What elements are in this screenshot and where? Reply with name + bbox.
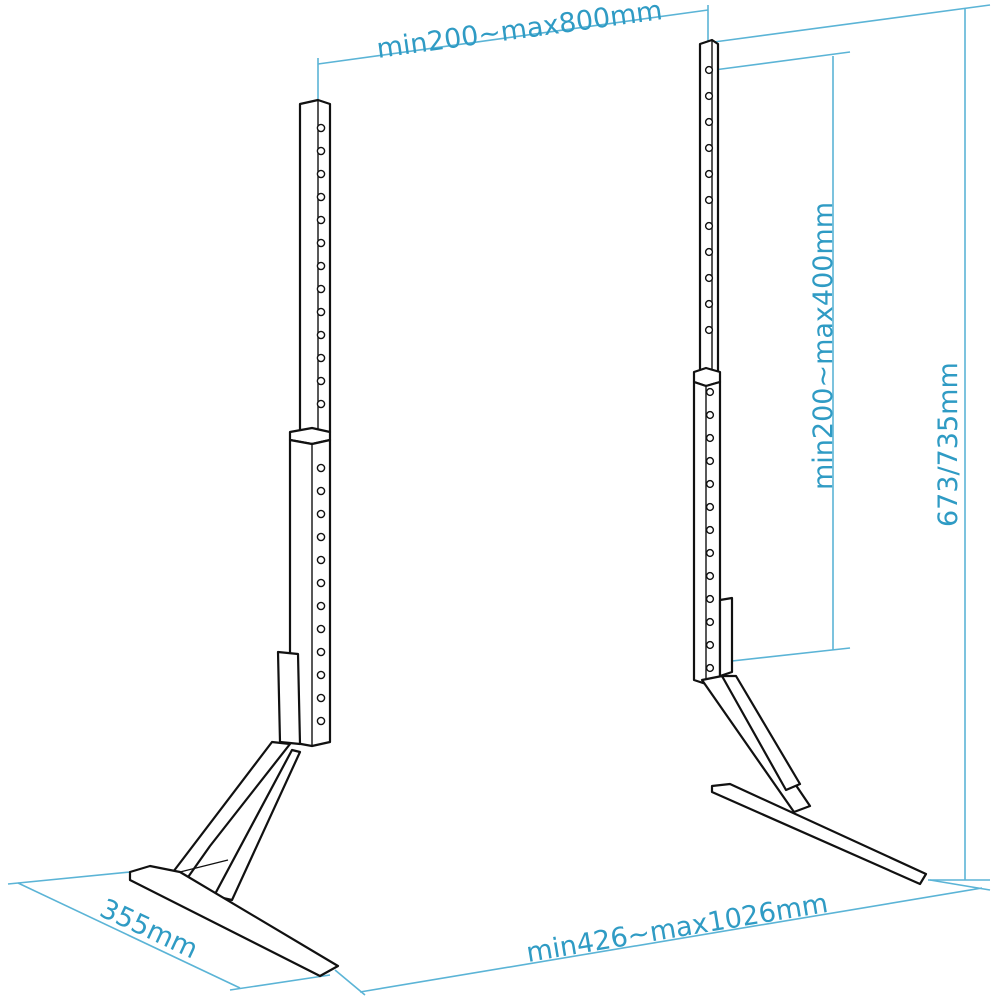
left-lower-column-hole [316,509,326,519]
right-stand [692,38,928,886]
vadjust-extension-bottom [713,647,851,664]
right-upper-column-hole [704,143,714,153]
left-lower-column-hole [316,463,326,473]
left-base-foot [128,864,340,978]
span-dimension-line [317,9,709,65]
left-upper-column-hole [316,353,326,363]
left-upper-column [298,98,332,438]
right-upper-column-hole [704,325,714,335]
right-lower-column [692,380,722,686]
left-lower-column-hole [316,578,326,588]
left-upper-column-hole [316,238,326,248]
left-upper-column-hole [316,330,326,340]
right-upper-column-hole [704,65,714,75]
left-lower-column-hole [316,693,326,703]
right-base-foot [710,782,928,886]
dimension-lines [7,4,991,996]
right-lower-column-hole [705,548,715,558]
right-upper-column [698,38,720,378]
left-upper-column-hole [316,123,326,133]
left-lower-column-hole [316,555,326,565]
left-upper-column-hole [316,399,326,409]
left-upper-column-hole [316,192,326,202]
mounting-holes [316,65,715,726]
left-upper-column-hole [316,261,326,271]
left-lower-column-hole [316,670,326,680]
right-lower-column-hole [705,594,715,604]
right-lower-column-hole [705,410,715,420]
left-foot-bracket [276,650,302,746]
left-lower-column-hole [316,601,326,611]
right-upper-column-hole [704,195,714,205]
left-upper-column-hole [316,284,326,294]
left-lower-column-hole [316,532,326,542]
vadjust-extension-top [713,51,851,71]
depth-dimension-line [17,882,241,989]
left-front-leg [212,748,302,902]
right-leg-brace [720,674,802,792]
right-lower-column-hole [705,502,715,512]
depth-extension-back [7,871,131,885]
right-upper-column-hole [704,273,714,283]
right-lower-column-hole [705,640,715,650]
right-lower-column-hole [705,663,715,673]
left-upper-column-hole [316,376,326,386]
left-lower-column-hole [316,647,326,657]
vertical-adjust-label: min200~max400mm [808,202,839,490]
width-extension-left [334,969,366,996]
left-lower-column-hole [316,716,326,726]
right-lower-column-hole [705,617,715,627]
right-upper-column-hole [704,169,714,179]
right-upper-column-hole [704,247,714,257]
left-lower-column-hole [316,624,326,634]
left-lower-column-hole [316,486,326,496]
right-foot-bracket [718,596,734,678]
right-upper-column-hole [704,221,714,231]
left-upper-column-hole [316,169,326,179]
base-width-label: min426~max1026mm [524,888,830,969]
height-extension-top [713,4,991,43]
span-label: min200~max800mm [375,0,665,65]
right-lower-column-hole [705,525,715,535]
right-upper-column-hole [704,299,714,309]
right-lower-column-hole [705,387,715,397]
left-upper-column-hole [316,146,326,156]
right-lower-column-hole [705,433,715,443]
left-upper-column-hole [316,307,326,317]
left-stand [128,98,340,978]
left-rear-leg [168,740,292,882]
right-upper-column-hole [704,91,714,101]
left-upper-column-hole [316,215,326,225]
depth-extension-front [229,974,331,991]
width-dimension-line [359,887,983,993]
right-upper-column-hole [704,117,714,127]
right-lower-column-hole [705,456,715,466]
right-lower-column-hole [705,479,715,489]
right-lower-column-hole [705,571,715,581]
height-label: 673/735mm [933,362,964,527]
